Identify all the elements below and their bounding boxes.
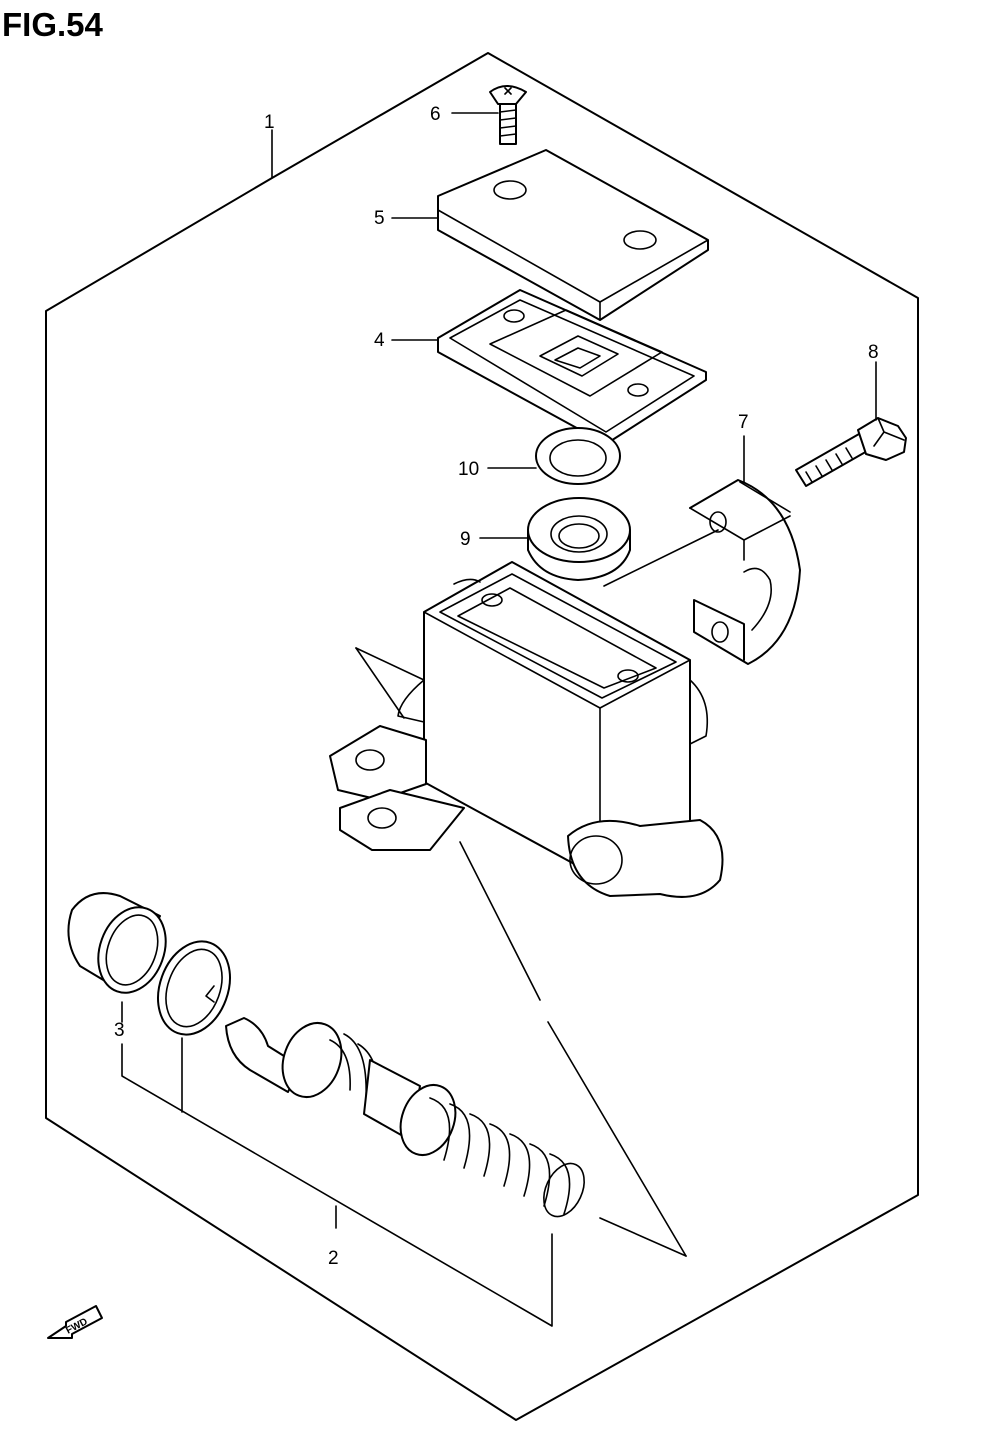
callout-1: 1 xyxy=(264,112,275,133)
figure-title: FIG.54 xyxy=(2,6,104,43)
fwd-arrow-icon: FWD xyxy=(47,1305,103,1339)
part-9-boot xyxy=(527,497,631,581)
part-8-bolt xyxy=(795,417,907,487)
callout-9: 9 xyxy=(460,529,471,550)
part-4-diaphragm xyxy=(437,289,707,445)
callout-5: 5 xyxy=(374,208,385,229)
leader-lines xyxy=(121,529,719,1327)
callout-4: 4 xyxy=(374,330,385,351)
part-circlip xyxy=(157,940,231,1036)
master-cylinder-body xyxy=(329,561,724,898)
callout-8: 8 xyxy=(868,342,879,363)
callout-6: 6 xyxy=(430,104,441,125)
part-3-cup xyxy=(67,892,167,994)
callout-2: 2 xyxy=(328,1248,339,1269)
callout-labels: 1 2 3 4 5 6 7 8 9 10 xyxy=(114,104,879,1269)
callout-7: 7 xyxy=(738,412,749,433)
callout-3: 3 xyxy=(114,1020,125,1041)
part-5-reservoir-cap xyxy=(437,149,709,321)
callout-10: 10 xyxy=(458,459,479,480)
part-7-clamp xyxy=(689,479,801,665)
fwd-label: FWD xyxy=(64,1316,89,1336)
callout-leaders xyxy=(121,112,877,1023)
assembly-boundary xyxy=(45,52,919,1421)
part-6-screw xyxy=(489,85,527,145)
part-2-piston-assembly xyxy=(225,1017,585,1218)
part-10-plate xyxy=(535,427,621,485)
